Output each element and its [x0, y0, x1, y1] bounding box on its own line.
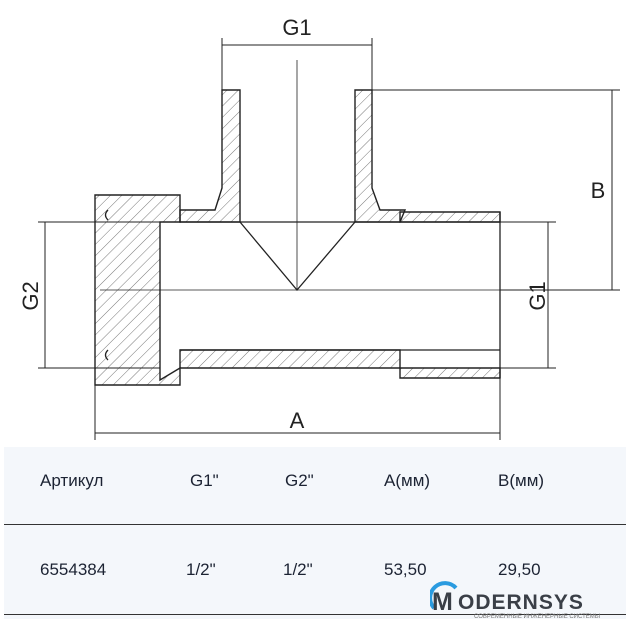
tee-fitting-drawing: G1 B A G2 G1 — [18, 15, 620, 440]
cell-b: 29,50 — [498, 560, 541, 579]
label-g2: G2 — [18, 281, 43, 310]
header-g1: G1" — [190, 471, 219, 490]
cell-g1: 1/2" — [186, 560, 216, 579]
centerlines — [100, 60, 510, 291]
cell-article: 6554384 — [40, 560, 107, 579]
spec-table: Артикул G1" G2" A(мм) B(мм) 6554384 1/2"… — [4, 447, 626, 619]
svg-text:ODERNSYS: ODERNSYS — [458, 591, 584, 614]
modernsys-logo: M ODERNSYS СОВРЕМЕННЫЕ ИНЖЕНЕРНЫЕ СИСТЕМ… — [428, 578, 626, 620]
label-top-g1: G1 — [282, 15, 311, 40]
dimension-lines — [38, 38, 620, 440]
fitting-body — [94, 89, 501, 386]
header-article: Артикул — [40, 471, 104, 490]
svg-text:M: M — [432, 588, 453, 616]
label-right-g1: G1 — [525, 281, 550, 310]
header-b: B(мм) — [498, 471, 545, 490]
header-a: A(мм) — [384, 471, 431, 490]
header-g2: G2" — [285, 471, 314, 490]
divider — [4, 524, 626, 525]
svg-text:СОВРЕМЕННЫЕ ИНЖЕНЕРНЫЕ СИСТЕМЫ: СОВРЕМЕННЫЕ ИНЖЕНЕРНЫЕ СИСТЕМЫ — [474, 614, 600, 619]
divider — [4, 614, 626, 615]
cell-a: 53,50 — [384, 560, 427, 579]
label-a: A — [290, 408, 305, 433]
cell-g2: 1/2" — [283, 560, 313, 579]
label-b: B — [591, 178, 606, 203]
